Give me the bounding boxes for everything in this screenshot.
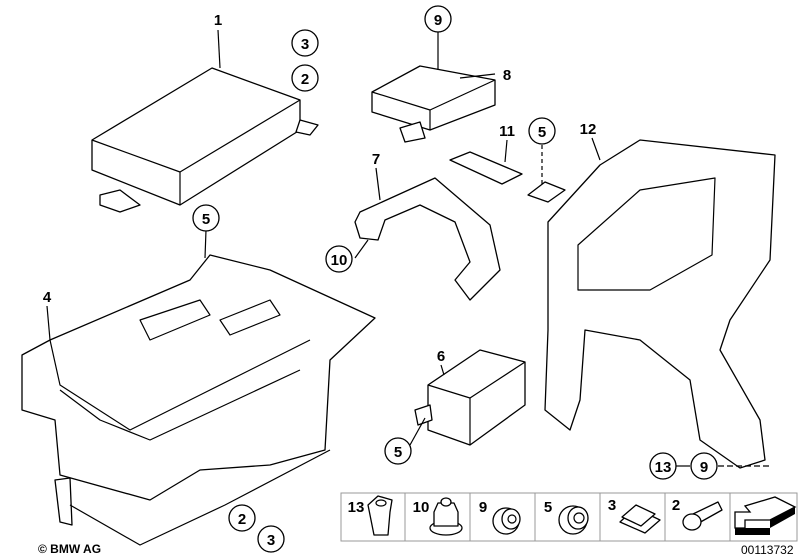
cap-nut-icon bbox=[429, 497, 463, 536]
direction-arrow-icon bbox=[734, 496, 797, 535]
svg-text:5: 5 bbox=[394, 444, 402, 461]
callout-circle-13: 13 bbox=[649, 452, 677, 480]
part-7-bracket[interactable] bbox=[354, 167, 501, 301]
callout-12: 12 bbox=[580, 121, 597, 138]
legend-cell-arrow[interactable] bbox=[734, 496, 797, 535]
legend-cell-3[interactable]: 3 bbox=[608, 497, 661, 534]
callout-6: 6 bbox=[437, 348, 445, 365]
hex-bolt-icon bbox=[682, 501, 723, 531]
legend-cell-9[interactable]: 9 bbox=[479, 499, 521, 535]
legend-cell-2[interactable]: 2 bbox=[672, 497, 723, 531]
callout-4: 4 bbox=[43, 289, 52, 306]
callout-circle-2: 2 bbox=[228, 504, 256, 532]
part-11-pad[interactable] bbox=[449, 151, 523, 185]
callout-circle-5: 5 bbox=[528, 117, 556, 145]
callout-1: 1 bbox=[214, 12, 222, 29]
callout-circle-10: 10 bbox=[325, 245, 353, 273]
clip-nut-icon bbox=[367, 495, 393, 536]
svg-text:5: 5 bbox=[202, 211, 210, 228]
callout-circle-3: 3 bbox=[257, 525, 285, 553]
legend-cell-10[interactable]: 10 bbox=[413, 497, 463, 536]
svg-text:10: 10 bbox=[413, 499, 430, 516]
callout-circle-5: 5 bbox=[384, 437, 412, 465]
svg-text:3: 3 bbox=[267, 532, 275, 549]
svg-text:9: 9 bbox=[700, 459, 708, 476]
svg-text:10: 10 bbox=[331, 252, 348, 269]
diagram-number: 00113732 bbox=[741, 543, 794, 557]
part-4-carrier[interactable] bbox=[21, 229, 376, 526]
callout-circle-9: 9 bbox=[690, 452, 718, 480]
legend-cell-13[interactable]: 13 bbox=[348, 495, 393, 536]
part-6-module[interactable] bbox=[409, 349, 526, 446]
callout-11: 11 bbox=[499, 123, 515, 140]
svg-text:5: 5 bbox=[538, 124, 546, 141]
callout-circle-3: 3 bbox=[291, 29, 319, 57]
callout-circle-2: 2 bbox=[291, 64, 319, 92]
part-1-control-unit[interactable] bbox=[91, 29, 319, 213]
svg-text:2: 2 bbox=[238, 511, 246, 528]
svg-text:3: 3 bbox=[608, 497, 616, 514]
svg-text:3: 3 bbox=[301, 36, 309, 53]
legend-cell-5[interactable]: 5 bbox=[544, 499, 589, 535]
flange-nut-icon bbox=[492, 507, 521, 535]
svg-text:2: 2 bbox=[301, 71, 309, 88]
copyright-text: © BMW AG bbox=[38, 542, 101, 556]
svg-text:5: 5 bbox=[544, 499, 552, 516]
hardware-legend-strip: 13 10 9 5 bbox=[340, 492, 798, 542]
callout-8: 8 bbox=[503, 67, 511, 84]
callout-7: 7 bbox=[372, 151, 380, 168]
callout-circle-5: 5 bbox=[192, 204, 220, 232]
callout-circle-9: 9 bbox=[424, 5, 452, 33]
svg-text:13: 13 bbox=[655, 459, 672, 476]
part-12-bracket[interactable] bbox=[527, 137, 776, 469]
svg-text:13: 13 bbox=[348, 499, 365, 516]
part-8-module[interactable] bbox=[371, 32, 496, 143]
svg-text:2: 2 bbox=[672, 497, 680, 514]
flange-nut-icon bbox=[558, 505, 589, 535]
spring-clip-icon bbox=[619, 504, 661, 534]
svg-text:9: 9 bbox=[479, 499, 487, 516]
svg-text:9: 9 bbox=[434, 12, 442, 29]
